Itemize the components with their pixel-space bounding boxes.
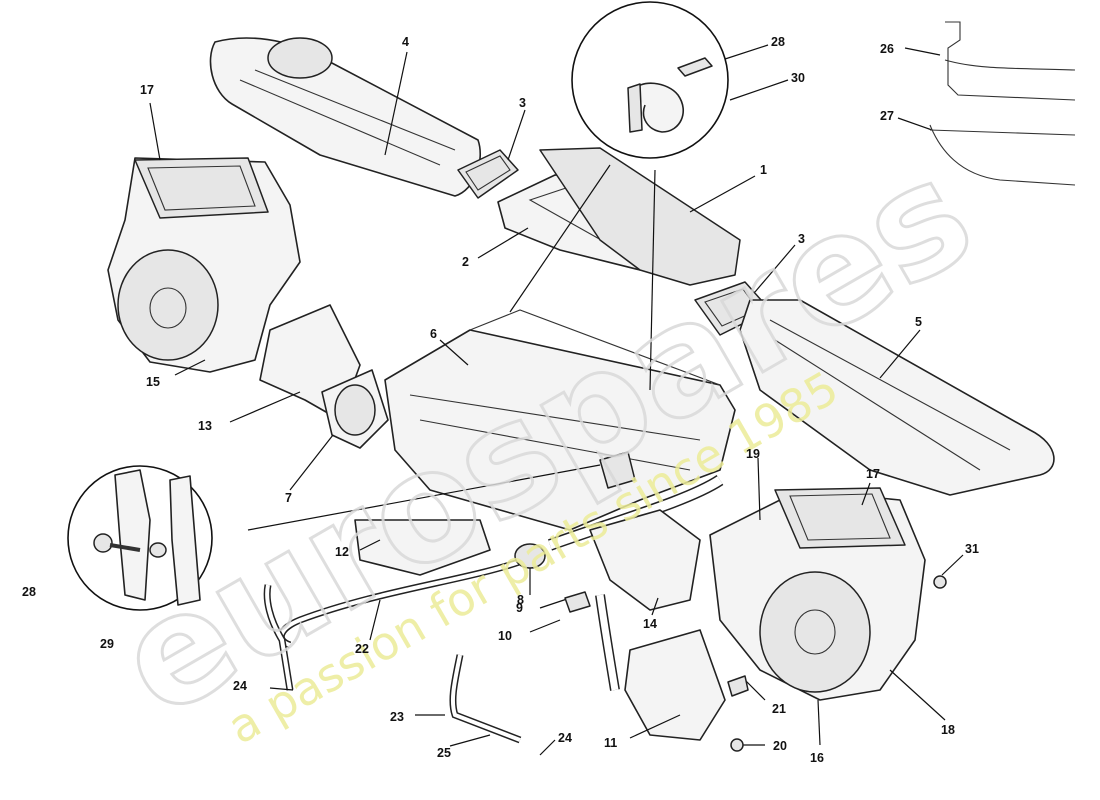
callout-29: 29 [100,637,114,651]
callout-3: 3 [519,96,526,110]
callout-2: 2 [462,255,469,269]
pipe-part-coolant [547,474,724,691]
panel-part-11 [624,629,726,741]
detail-lines-part-26-27 [929,21,1076,186]
callout-31: 31 [965,542,979,556]
callout-24: 24 [558,731,572,745]
callout-17: 17 [140,83,154,97]
callout-3: 3 [798,232,805,246]
callout-23: 23 [390,710,404,724]
callout-28: 28 [22,585,36,599]
blower-housing-part-16 [709,487,926,701]
callout-13: 13 [198,419,212,433]
callout-22: 22 [355,642,369,656]
callout-12: 12 [335,545,349,559]
blower-housing-part-15 [107,157,301,373]
callout-14: 14 [643,617,657,631]
callout-11: 11 [604,736,617,750]
heater-core-part-6 [384,309,736,531]
callout-18: 18 [941,723,955,737]
callout-30: 30 [791,71,805,85]
housing-part-14 [589,509,701,611]
callout-1: 1 [760,163,767,177]
callout-4: 4 [402,35,409,49]
callout-16: 16 [810,751,824,765]
callout-10: 10 [498,629,512,643]
callout-20: 20 [773,739,787,753]
callout-19: 19 [746,447,760,461]
callout-8: 8 [517,593,524,607]
callout-25: 25 [437,746,451,760]
frame-part-1 [539,147,741,286]
fastener-part-21 [727,675,749,697]
detail-circle-clamp [571,1,729,159]
callout-21: 21 [772,702,786,716]
callout-5: 5 [915,315,922,329]
callout-24: 24 [233,679,247,693]
callout-15: 15 [146,375,160,389]
vent-part-7 [321,369,389,449]
fastener-part-31 [933,575,947,589]
callout-9: 9 [516,601,523,615]
callout-28: 28 [771,35,785,49]
fastener-part-9 [564,591,591,613]
fastener-part-20 [730,738,744,752]
hose-part-22 [263,556,527,691]
leader-lines [149,44,964,756]
duct-part-4 [209,37,482,197]
callouts: 1 2 3 3 4 5 6 7 8 9 10 11 12 13 14 15 16… [22,35,979,765]
duct-part-5 [739,299,1055,496]
duct-part-12 [354,519,491,576]
callout-17: 17 [866,467,880,481]
detail-circle-bolt [67,465,213,611]
callout-26: 26 [880,42,894,56]
callout-7: 7 [285,491,292,505]
seal-part-3-upper [457,149,519,199]
callout-6: 6 [430,327,437,341]
callout-27: 27 [880,109,894,123]
drain-hose-part-23 [449,654,522,744]
